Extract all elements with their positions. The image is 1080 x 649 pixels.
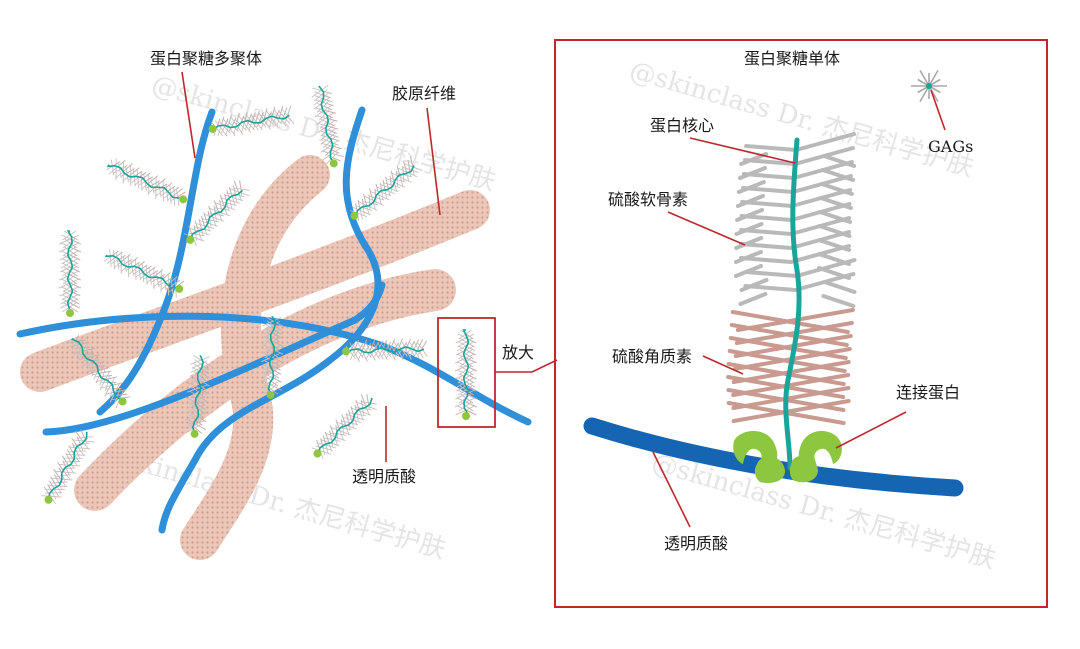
chondroitin-chain bbox=[790, 188, 853, 208]
link-protein-dot bbox=[179, 195, 188, 204]
label-collagen: 胶原纤维 bbox=[392, 84, 456, 103]
link-protein-dot bbox=[342, 347, 351, 356]
chondroitin-chain bbox=[789, 202, 852, 222]
label-link-protein: 连接蛋白 bbox=[896, 383, 960, 402]
chondroitin-chain bbox=[794, 132, 857, 152]
label-monomer: 蛋白聚糖单体 bbox=[744, 49, 840, 68]
monomer-panel bbox=[554, 39, 1048, 608]
link-protein-dot bbox=[329, 159, 338, 168]
left-annotations: 蛋白聚糖多聚体 胶原纤维 透明质酸 bbox=[150, 49, 456, 486]
link-protein bbox=[789, 430, 842, 483]
leader-line bbox=[652, 451, 691, 528]
ha-strand bbox=[158, 106, 382, 534]
link-protein-dot bbox=[350, 211, 359, 220]
watermark: @skinclass Dr. 杰尼科学护肤 bbox=[648, 448, 999, 575]
magnify-connector bbox=[495, 359, 558, 373]
gags-icon bbox=[911, 70, 947, 102]
link-protein bbox=[733, 430, 786, 484]
chondroitin-chain bbox=[738, 242, 793, 250]
chondroitin-chain bbox=[794, 258, 857, 278]
leader-line bbox=[835, 411, 907, 449]
link-protein-dot bbox=[190, 429, 199, 438]
leader-line bbox=[426, 107, 441, 216]
leader-line bbox=[181, 71, 196, 159]
proteoglycan-monomer bbox=[208, 105, 295, 137]
chondroitin-chain bbox=[741, 172, 796, 180]
link-protein-dot bbox=[118, 397, 127, 406]
link-protein-dot bbox=[66, 309, 74, 317]
label-chondroitin: 硫酸软骨素 bbox=[608, 190, 688, 209]
proteoglycan-aggregate bbox=[41, 84, 478, 505]
link-protein-dot bbox=[175, 284, 184, 293]
label-ha-left: 透明质酸 bbox=[352, 467, 416, 486]
proteoglycan-monomer bbox=[183, 180, 250, 247]
chondroitin-chain bbox=[739, 214, 794, 222]
proteoglycan-monomer bbox=[349, 156, 423, 222]
chondroitin-chain bbox=[740, 186, 795, 194]
chondroitin-chain bbox=[744, 270, 799, 278]
proteoglycan-monomer bbox=[103, 248, 185, 298]
chondroitin-chain bbox=[738, 256, 793, 264]
label-gags: GAGs bbox=[928, 137, 973, 156]
link-protein-dot bbox=[462, 412, 470, 420]
proteoglycan-monomer bbox=[106, 158, 188, 207]
label-magnify: 放大 bbox=[502, 343, 534, 362]
proteoglycan-monomer bbox=[454, 329, 478, 420]
link-protein-dot bbox=[208, 124, 217, 133]
link-protein-dot bbox=[186, 235, 195, 244]
proteoglycan-monomer bbox=[183, 355, 212, 438]
leader-line bbox=[689, 137, 796, 164]
proteoglycan-monomer bbox=[342, 338, 428, 362]
proteoglycan-monomer bbox=[311, 393, 378, 460]
chondroitin-chain bbox=[743, 284, 798, 292]
proteoglycan-monomer bbox=[41, 429, 95, 505]
keratan-chain bbox=[731, 399, 851, 423]
gag-chains bbox=[726, 132, 857, 425]
proteoglycan-monomer bbox=[67, 334, 131, 409]
chondroitin-chain bbox=[791, 160, 854, 180]
chondroitin-chain bbox=[738, 292, 768, 306]
label-keratan: 硫酸角质素 bbox=[612, 347, 692, 366]
keratan-chain bbox=[731, 386, 851, 410]
label-core-protein: 蛋白核心 bbox=[650, 116, 714, 135]
chondroitin-chain bbox=[739, 228, 794, 236]
chondroitin-chain bbox=[742, 158, 797, 166]
proteoglycan-monomer bbox=[58, 230, 82, 317]
leader-line bbox=[930, 89, 946, 131]
chondroitin-chain bbox=[822, 280, 857, 294]
chondroitin-chain bbox=[740, 200, 795, 208]
ha-strand bbox=[96, 108, 216, 416]
chondroitin-chain bbox=[788, 230, 851, 250]
proteoglycan-monomer bbox=[259, 316, 284, 399]
chondroitin-chain bbox=[744, 144, 799, 152]
collagen-fiber bbox=[180, 155, 330, 560]
chondroitin-chain bbox=[789, 216, 852, 236]
link-protein-dot bbox=[44, 495, 53, 504]
keratan-chain bbox=[731, 373, 851, 397]
chondroitin-chain bbox=[790, 174, 853, 194]
core-protein bbox=[783, 137, 802, 471]
leader-line bbox=[667, 211, 746, 246]
keratan-chain bbox=[735, 308, 855, 332]
proteoglycan-monomer bbox=[311, 84, 344, 168]
chondroitin-chain bbox=[793, 272, 856, 292]
chondroitin-chain bbox=[788, 244, 851, 264]
leader-line bbox=[702, 355, 744, 375]
label-ha-right: 透明质酸 bbox=[664, 534, 728, 553]
chondroitin-chain bbox=[821, 294, 856, 308]
label-aggregate: 蛋白聚糖多聚体 bbox=[150, 49, 262, 68]
link-protein-dot bbox=[313, 449, 322, 458]
link-protein-dot bbox=[266, 390, 275, 399]
chondroitin-chain bbox=[792, 146, 855, 166]
